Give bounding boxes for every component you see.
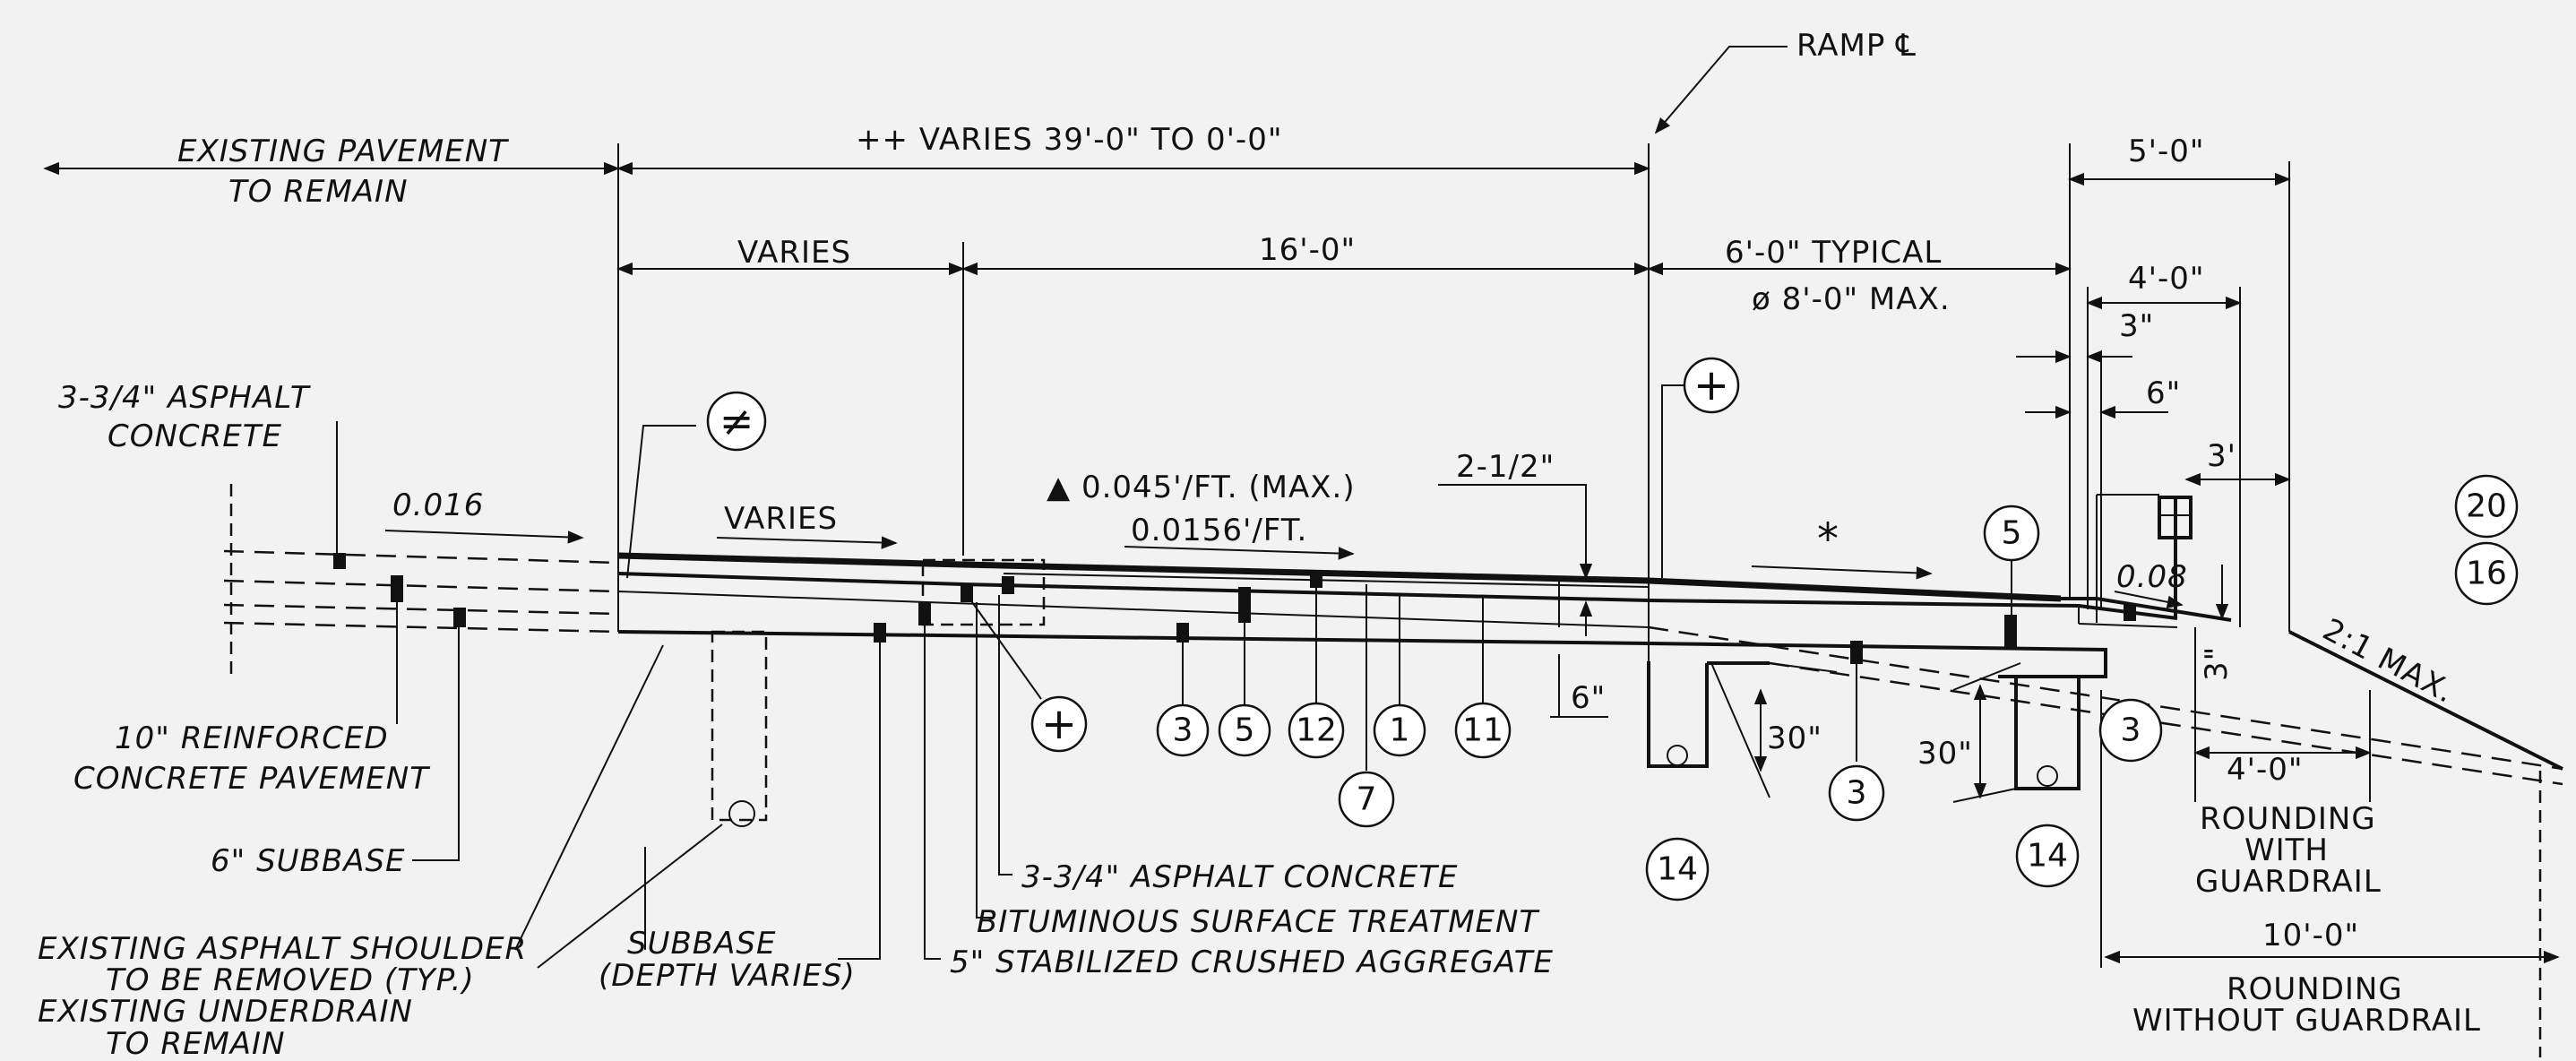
dim-6in-right: 6" xyxy=(2146,375,2181,411)
callout-plus-lower: + xyxy=(1030,695,1088,753)
svg-text:16: 16 xyxy=(2466,556,2507,592)
dim-30in-b: 30" xyxy=(1917,736,1973,772)
existing-pavement-label-1: EXISTING PAVEMENT xyxy=(177,134,509,169)
rounding-gr-label-3: GUARDRAIL xyxy=(2195,864,2382,900)
svg-text:5: 5 xyxy=(1235,712,1255,749)
subbase-var-label-1: SUBBASE xyxy=(627,926,776,962)
slope-side: 2:1 MAX. xyxy=(2317,612,2460,712)
underdrain-label-1: EXISTING UNDERDRAIN xyxy=(38,994,413,1030)
svg-text:7: 7 xyxy=(1357,781,1377,818)
dim-3ft: 3' xyxy=(2207,438,2236,474)
dim-4ft-rounding: 4'-0" xyxy=(2227,752,2304,788)
callout-7: 7 xyxy=(1338,771,1395,828)
slope-max: ▲ 0.045'/FT. (MAX.) xyxy=(1047,470,1356,505)
reinforced-label-1: 10" REINFORCED xyxy=(115,720,389,756)
dim-4ft-top: 4'-0" xyxy=(2128,261,2205,297)
callout-bubbles: ≠ + + 3 5 12 1 11 7 14 3 14 5 3 20 16 xyxy=(706,357,2519,901)
asphalt-label-2: CONCRETE xyxy=(108,418,282,454)
callout-11: 11 xyxy=(1454,702,1512,759)
subbase-var-label-2: (DEPTH VARIES) xyxy=(599,958,856,994)
stabilized-label: 5" STABILIZED CRUSHED AGGREGATE xyxy=(950,945,1554,980)
text-labels: RAMP ℄ EXISTING PAVEMENT TO REMAIN ++ VA… xyxy=(38,28,2481,1061)
asphalt-label-1: 3-3/4" ASPHALT xyxy=(58,380,311,416)
slope-ramp: 0.0156'/FT. xyxy=(1131,513,1307,548)
dim-varies-39: ++ VARIES 39'-0" TO 0'-0" xyxy=(856,122,1282,158)
rounding-nogr-label-1: ROUNDING xyxy=(2227,971,2403,1007)
dim-2-half-in: 2-1/2" xyxy=(1456,449,1555,485)
existing-pavement-label-2: TO REMAIN xyxy=(228,174,409,210)
dim-6in-low: 6" xyxy=(1571,680,1606,716)
ramp-leader xyxy=(1654,46,1788,134)
dim-10ft: 10'-0" xyxy=(2262,918,2359,953)
leader-lines xyxy=(336,384,2012,969)
callout-20: 20 xyxy=(2454,474,2519,539)
pavement-section xyxy=(223,484,2563,1057)
top-dimensions xyxy=(43,143,2291,753)
asphalt-concrete-label: 3-3/4" ASPHALT CONCRETE xyxy=(1021,859,1458,895)
ex-shoulder-label-1: EXISTING ASPHALT SHOULDER xyxy=(38,931,527,967)
callout-14a: 14 xyxy=(1645,837,1710,901)
svg-text:11: 11 xyxy=(1462,712,1503,749)
callout-14b: 14 xyxy=(2015,824,2080,888)
asterisk: * xyxy=(1817,514,1839,565)
svg-text:12: 12 xyxy=(1296,712,1337,749)
dim-5ft: 5'-0" xyxy=(2128,134,2205,169)
reinforced-label-2: CONCRETE PAVEMENT xyxy=(73,761,430,797)
svg-text:3: 3 xyxy=(1847,775,1867,812)
rounding-gr-label-1: ROUNDING xyxy=(2200,801,2376,837)
svg-text:14: 14 xyxy=(1657,851,1698,888)
callout-5b: 5 xyxy=(1983,505,2040,562)
callout-plus-upper: + xyxy=(1683,357,1740,414)
slope-varies: VARIES xyxy=(724,501,838,537)
ramp-label: RAMP ℄ xyxy=(1796,28,1917,64)
dim-8ft-max: ø 8'-0" MAX. xyxy=(1752,281,1951,317)
dim-30in-a: 30" xyxy=(1767,720,1822,756)
ex-shoulder-label-2: TO BE REMOVED (TYP.) xyxy=(106,962,475,998)
svg-text:3: 3 xyxy=(1173,712,1193,749)
svg-text:20: 20 xyxy=(2466,488,2507,525)
dim-6ft-typical: 6'-0" TYPICAL xyxy=(1725,235,1942,271)
dim-16ft: 16'-0" xyxy=(1259,232,1356,268)
subbase-6-label: 6" SUBBASE xyxy=(211,843,406,879)
callout-3c: 3 xyxy=(2098,698,2163,763)
rounding-gr-label-2: WITH xyxy=(2244,832,2329,868)
dim-3in-vert: 3" xyxy=(2199,646,2235,681)
slope-arrows xyxy=(384,530,2184,608)
callout-5a: 5 xyxy=(1218,703,1271,757)
svg-text:+: + xyxy=(1041,699,1077,749)
dim-varies: VARIES xyxy=(737,235,851,271)
callout-16: 16 xyxy=(2454,541,2519,606)
slope-shoulder: 0.08 xyxy=(2116,559,2188,595)
svg-text:+: + xyxy=(1693,360,1729,410)
svg-text:3: 3 xyxy=(2121,712,2141,749)
callout-3b: 3 xyxy=(1828,764,1885,822)
small-vertical-dims xyxy=(1550,502,2560,968)
callout-1: 1 xyxy=(1373,703,1426,757)
callout-not-equal: ≠ xyxy=(706,391,767,452)
svg-text:1: 1 xyxy=(1390,712,1410,749)
callout-3a: 3 xyxy=(1156,703,1210,757)
slope-existing: 0.016 xyxy=(392,487,484,523)
svg-text:14: 14 xyxy=(2027,838,2068,875)
rounding-nogr-label-2: WITHOUT GUARDRAIL xyxy=(2132,1003,2481,1039)
dim-3in-top: 3" xyxy=(2119,308,2154,344)
bituminous-label: BITUMINOUS SURFACE TREATMENT xyxy=(977,904,1539,940)
callout-12: 12 xyxy=(1288,702,1345,759)
svg-text:5: 5 xyxy=(2002,515,2022,552)
underdrain-label-2: TO REMAIN xyxy=(106,1026,286,1061)
svg-text:≠: ≠ xyxy=(719,397,754,445)
